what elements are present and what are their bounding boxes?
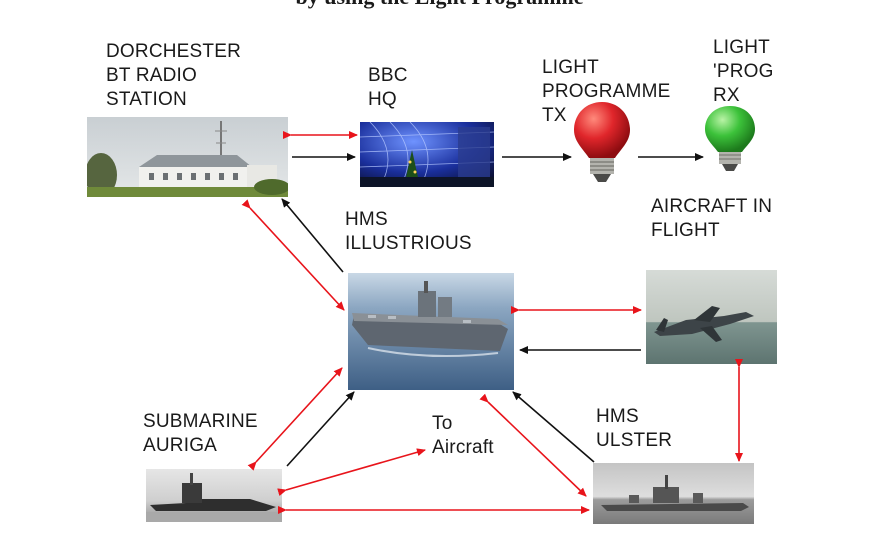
- label-submarine-auriga: SUBMARINE AURIGA: [143, 411, 258, 456]
- arrow-illustrious-to-dorchester: [281, 198, 344, 273]
- label-light-programme-rx: LIGHT 'PROG RX: [713, 37, 774, 106]
- aircraft-in-flight-photo: [646, 270, 777, 364]
- submarine-auriga-photo: [146, 469, 282, 522]
- label-to-aircraft: To Aircraft: [432, 413, 494, 458]
- label-aircraft-in-flight: AIRCRAFT IN FLIGHT: [651, 196, 773, 241]
- arrow-ulster-to-illustrious: [512, 391, 595, 463]
- arrow-illustrious-ulster: [479, 393, 587, 497]
- arrow-submarine-illustrious: [247, 367, 343, 471]
- arrow-dorchester-illustrious: [241, 199, 345, 311]
- light-programme-rx-bulb: [700, 104, 760, 174]
- label-light-programme-tx: LIGHT PROGRAMME TX: [542, 57, 671, 126]
- dorchester-station-photo: [87, 117, 288, 197]
- arrow-submarine-to-aircraft: [277, 448, 426, 497]
- bbc-hq-photo: [360, 122, 494, 187]
- hms-ulster-photo: [593, 463, 754, 524]
- arrow-submarine-to-illustrious: [286, 391, 355, 467]
- label-hms-ulster: HMS ULSTER: [596, 406, 673, 451]
- hms-illustrious-photo: [348, 273, 514, 390]
- page-title-clipped: by using the Light Programme: [0, 0, 879, 10]
- label-bbc-hq: BBC HQ: [368, 65, 408, 110]
- label-dorchester: DORCHESTER BT RADIO STATION: [106, 41, 242, 110]
- light-programme-tx-bulb: [571, 100, 633, 186]
- label-hms-illustrious: HMS ILLUSTRIOUS: [345, 209, 472, 254]
